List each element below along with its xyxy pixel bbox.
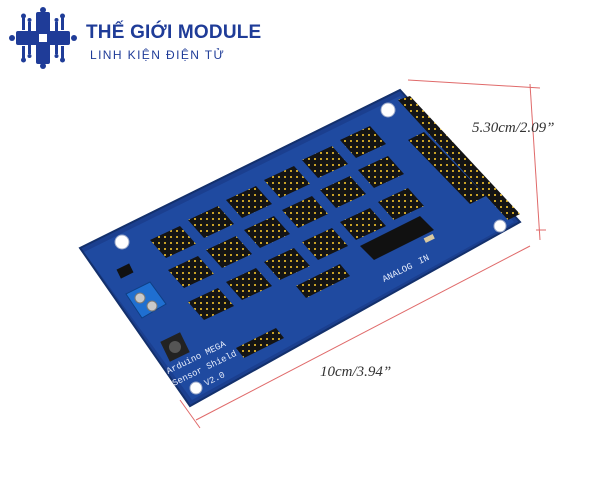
height-dimension-line bbox=[407, 79, 546, 241]
silk-in: IN bbox=[417, 253, 431, 267]
width-dimension-line bbox=[179, 245, 531, 429]
sensor-shield-board bbox=[78, 88, 522, 408]
brand-tagline: LINH KIỆN ĐIỆN TỬ bbox=[90, 48, 226, 62]
brand-header: THẾ GIỚI MODULE LINH KIỆN ĐIỆN TỬ bbox=[6, 6, 276, 70]
pin-header-blocks bbox=[150, 126, 486, 358]
brand-name: THẾ GIỚI MODULE bbox=[86, 22, 262, 43]
reset-button bbox=[160, 332, 190, 362]
width-dimension-label: 10cm/3.94” bbox=[320, 364, 392, 380]
power-terminal bbox=[125, 281, 167, 319]
height-dimension-label: 5.30cm/2.09” bbox=[472, 120, 555, 136]
circuit-logo-icon bbox=[9, 7, 77, 69]
